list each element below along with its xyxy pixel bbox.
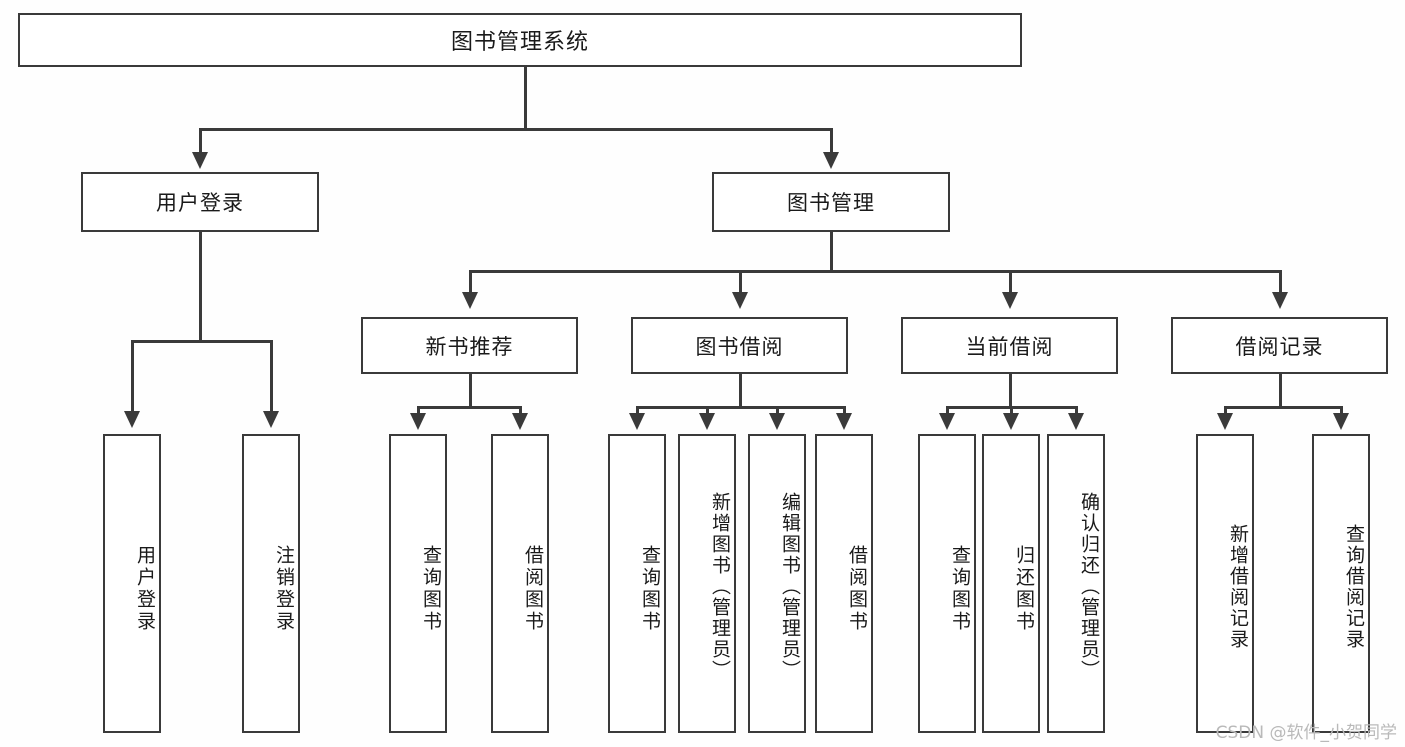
leaf-user-login-login[interactable]: 用户登录 — [103, 434, 161, 733]
connector-drop-leaf-book-borrow-4 — [843, 406, 846, 415]
connector-drop-leaf-current-borrow-2 — [1010, 406, 1013, 415]
leaf-book-borrow-borrow[interactable]: 借阅图书 — [815, 434, 873, 733]
node-book-management[interactable]: 图书管理 — [712, 172, 950, 232]
arrowhead-book-borrow — [732, 292, 748, 309]
arrowhead-leaf-user-login-2 — [263, 411, 279, 428]
node-label: 确认归还（管理员） — [1078, 492, 1100, 681]
arrowhead-leaf-book-borrow-3 — [769, 413, 785, 430]
connector-user-login-trunk — [199, 232, 202, 342]
arrowhead-leaf-book-borrow-4 — [836, 413, 852, 430]
arrowhead-leaf-current-borrow-3 — [1068, 413, 1084, 430]
arrowhead-borrow-record — [1272, 292, 1288, 309]
arrowhead-leaf-current-borrow-2 — [1003, 413, 1019, 430]
connector-title-trunk — [524, 67, 527, 130]
connector-drop-leaf-borrow-record-2 — [1340, 406, 1343, 415]
arrowhead-leaf-new-book-2 — [512, 413, 528, 430]
node-label: 图书管理 — [787, 191, 875, 215]
node-label: 借阅图书 — [846, 544, 868, 633]
node-label: 查询图书 — [949, 544, 971, 633]
connector-drop-current-borrow — [1009, 270, 1012, 294]
arrowhead-leaf-borrow-record-1 — [1217, 413, 1233, 430]
node-library-management-system[interactable]: 图书管理系统 — [18, 13, 1022, 67]
leaf-borrow-record-query[interactable]: 查询借阅记录 — [1312, 434, 1370, 733]
arrowhead-leaf-user-login-1 — [124, 411, 140, 428]
leaf-current-borrow-query[interactable]: 查询图书 — [918, 434, 976, 733]
arrowhead-leaf-current-borrow-1 — [939, 413, 955, 430]
connector-drop-leaf-current-borrow-3 — [1075, 406, 1078, 415]
arrowhead-leaf-borrow-record-2 — [1333, 413, 1349, 430]
node-label: 用户登录 — [156, 191, 244, 215]
node-label: 归还图书 — [1013, 544, 1035, 633]
connector-drop-new-book — [469, 270, 472, 294]
connector-drop-book-borrow — [739, 270, 742, 294]
node-borrow-record[interactable]: 借阅记录 — [1171, 317, 1388, 374]
connector-drop-user-login — [199, 128, 202, 154]
connector-drop-leaf-current-borrow-1 — [946, 406, 949, 415]
node-label: 用户登录 — [134, 544, 156, 633]
connector-drop-leaf-book-borrow-3 — [776, 406, 779, 415]
connector-drop-leaf-user-login-1 — [131, 340, 134, 413]
node-new-book-recommend[interactable]: 新书推荐 — [361, 317, 578, 374]
arrowhead-current-borrow — [1002, 292, 1018, 309]
node-label: 查询图书 — [639, 544, 661, 633]
connector-drop-leaf-borrow-record-1 — [1224, 406, 1227, 415]
node-label: 图书管理系统 — [450, 30, 589, 55]
node-label: 查询借阅记录 — [1343, 523, 1365, 650]
node-label: 新书推荐 — [425, 334, 514, 359]
connector-level3-bus — [469, 270, 1281, 273]
connector-drop-leaf-book-borrow-2 — [706, 406, 709, 415]
arrowhead-leaf-book-borrow-1 — [629, 413, 645, 430]
connector-new-book-trunk — [469, 374, 472, 408]
node-book-borrow[interactable]: 图书借阅 — [631, 317, 848, 374]
connector-drop-borrow-record — [1279, 270, 1282, 294]
node-label: 借阅图书 — [522, 544, 544, 633]
arrowhead-leaf-book-borrow-2 — [699, 413, 715, 430]
connector-book-borrow-trunk — [739, 374, 742, 408]
connector-drop-leaf-new-book-2 — [519, 406, 522, 415]
connector-current-borrow-trunk — [1009, 374, 1012, 408]
node-current-borrow[interactable]: 当前借阅 — [901, 317, 1118, 374]
leaf-book-borrow-edit[interactable]: 编辑图书（管理员） — [748, 434, 806, 733]
arrowhead-leaf-new-book-1 — [410, 413, 426, 430]
connector-drop-leaf-user-login-2 — [270, 340, 273, 413]
connector-borrow-record-leaf-bus — [1224, 406, 1342, 409]
leaf-current-borrow-return[interactable]: 归还图书 — [982, 434, 1040, 733]
node-label: 注销登录 — [273, 544, 295, 633]
leaf-user-login-logout[interactable]: 注销登录 — [242, 434, 300, 733]
connector-drop-leaf-new-book-1 — [417, 406, 420, 415]
leaf-current-borrow-confirm-return[interactable]: 确认归还（管理员） — [1047, 434, 1105, 733]
connector-borrow-record-trunk — [1279, 374, 1282, 408]
arrowhead-new-book — [462, 292, 478, 309]
node-label: 当前借阅 — [965, 334, 1054, 359]
connector-book-management-trunk — [830, 232, 833, 272]
arrowhead-book-management — [823, 152, 839, 169]
connector-book-borrow-leaf-bus — [636, 406, 844, 409]
leaf-new-book-borrow[interactable]: 借阅图书 — [491, 434, 549, 733]
node-label: 编辑图书（管理员） — [779, 492, 801, 681]
connector-drop-book-management — [830, 128, 833, 154]
node-label: 图书借阅 — [695, 334, 784, 359]
node-label: 新增借阅记录 — [1227, 523, 1249, 650]
node-user-login[interactable]: 用户登录 — [81, 172, 319, 232]
arrowhead-user-login — [192, 152, 208, 169]
leaf-book-borrow-add[interactable]: 新增图书（管理员） — [678, 434, 736, 733]
leaf-borrow-record-add[interactable]: 新增借阅记录 — [1196, 434, 1254, 733]
leaf-new-book-query[interactable]: 查询图书 — [389, 434, 447, 733]
node-label: 借阅记录 — [1235, 334, 1324, 359]
connector-new-book-leaf-bus — [417, 406, 521, 409]
node-label: 新增图书（管理员） — [709, 492, 731, 681]
node-label: 查询图书 — [420, 544, 442, 633]
connector-user-login-leaf-bus — [131, 340, 272, 343]
leaf-book-borrow-query[interactable]: 查询图书 — [608, 434, 666, 733]
connector-level2-bus — [199, 128, 832, 131]
connector-drop-leaf-book-borrow-1 — [636, 406, 639, 415]
